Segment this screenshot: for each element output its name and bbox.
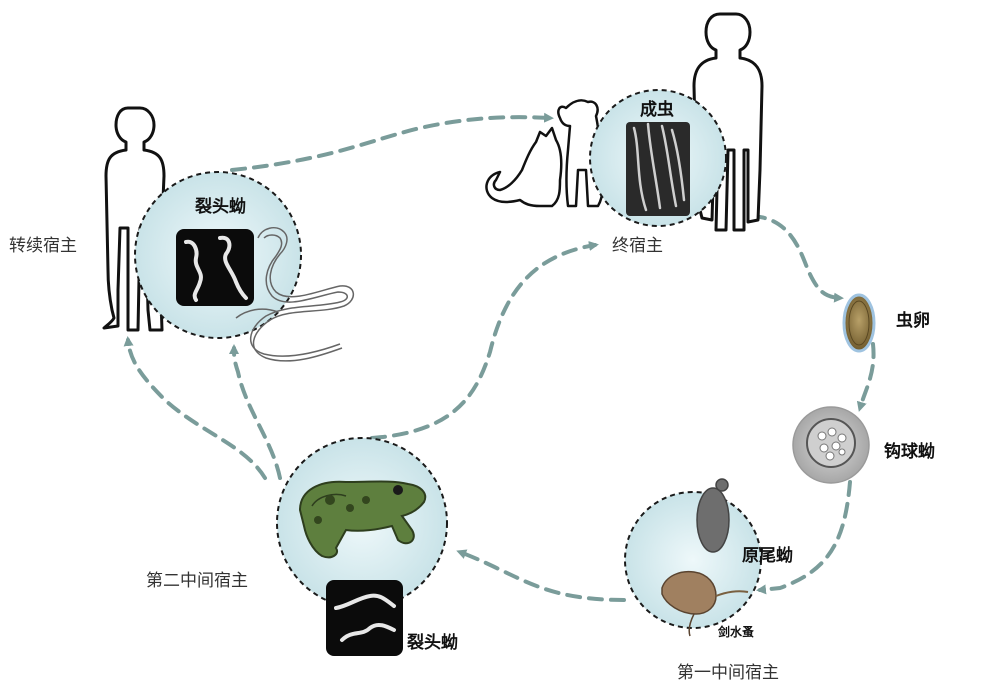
arrow-adult-to-egg [750, 214, 844, 303]
procercoid-icon [696, 487, 730, 553]
cycle-arrows [123, 112, 876, 602]
plerocercoid-worms-bottom [334, 593, 396, 642]
adult-worms [632, 122, 686, 212]
plerocercoid-worms-top [184, 235, 248, 302]
copepod-icon [661, 570, 749, 637]
arrow-coracidium-to-procercoid [756, 480, 852, 595]
adult-label: 成虫 [640, 100, 674, 120]
arrow-second-to-paratenic-left [123, 336, 267, 480]
dog-icon [557, 99, 605, 208]
coracidium-label: 钩球蚴 [884, 442, 935, 462]
arrow-paratenic-to-definitive [230, 112, 554, 172]
cat-icon [485, 126, 563, 208]
arrow-egg-to-coracidium [856, 342, 876, 412]
definitive-host-label: 终宿主 [612, 236, 663, 256]
coracidium-cells [817, 427, 847, 461]
procercoid-label: 原尾蚴 [742, 546, 793, 566]
plerocercoid-label-top: 裂头蚴 [195, 197, 246, 217]
frog-icon [298, 480, 427, 559]
egg-inner [848, 300, 870, 346]
paratenic-host-label: 转续宿主 [9, 236, 77, 256]
egg-label: 虫卵 [896, 311, 930, 331]
arrow-second-to-paratenic-right [229, 344, 282, 480]
arrow-procercoid-to-second-host [456, 549, 626, 602]
plerocercoid-image-bottom [326, 580, 403, 656]
first-intermediate-host-label: 第一中间宿主 [677, 663, 779, 683]
arrow-second-to-definitive [370, 241, 599, 440]
procercoid-tail [715, 478, 729, 492]
snake-icon [235, 227, 354, 362]
plerocercoid-label-bottom: 裂头蚴 [407, 633, 458, 653]
copepod-label: 剑水蚤 [718, 625, 755, 639]
second-intermediate-host-label: 第二中间宿主 [146, 571, 248, 591]
